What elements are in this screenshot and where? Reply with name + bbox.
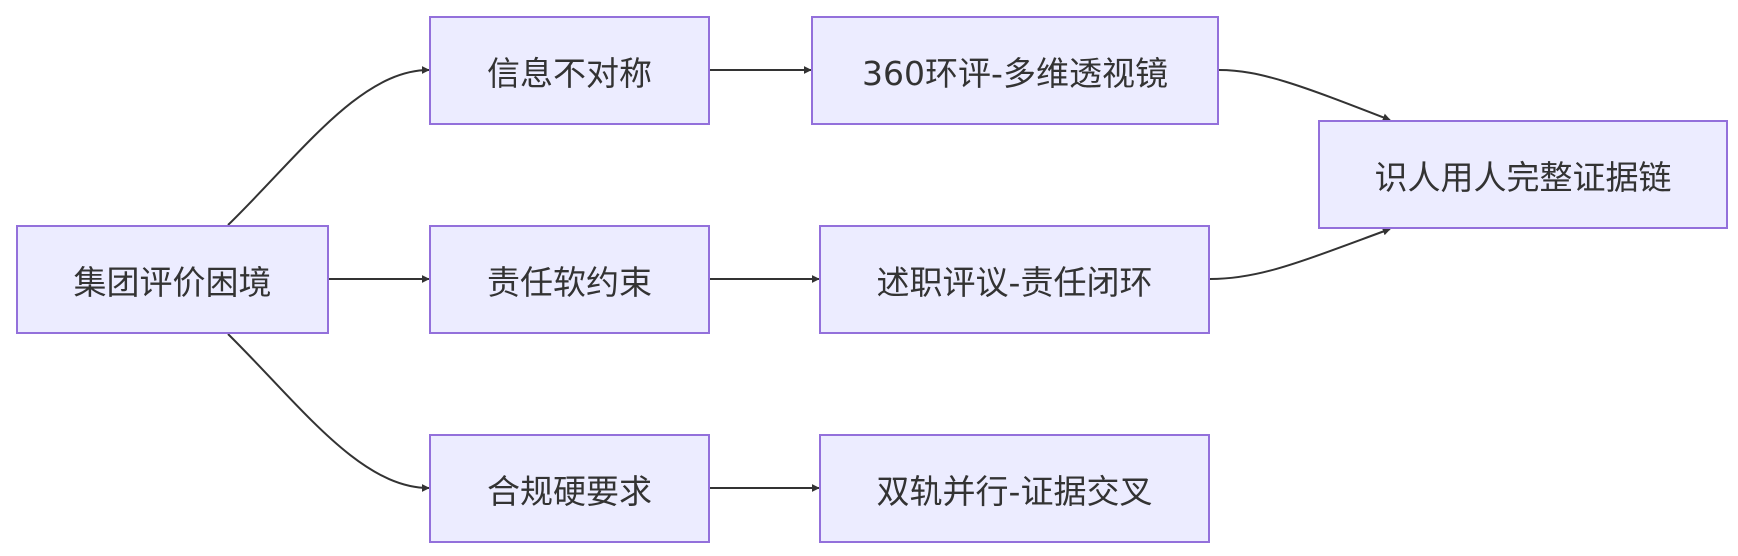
node-360-review: 360环评-多维透视镜 xyxy=(811,16,1219,125)
edge-debrief-review-to-evidence-chain xyxy=(1209,227,1391,280)
node-compliance-requirement: 合规硬要求 xyxy=(429,434,710,543)
node-label: 信息不对称 xyxy=(487,53,652,93)
node-label: 述职评议-责任闭环 xyxy=(876,262,1153,302)
edge-dilemma-to-compliance-requirement xyxy=(227,333,430,492)
node-evidence-chain: 识人用人完整证据链 xyxy=(1318,120,1728,229)
node-dual-track: 双轨并行-证据交叉 xyxy=(819,434,1210,543)
node-soft-responsibility-constraint: 责任软约束 xyxy=(429,225,710,334)
edge-360-review-to-evidence-chain xyxy=(1218,69,1391,122)
node-label: 集团评价困境 xyxy=(73,262,272,302)
edge-dilemma-to-info-asymmetry xyxy=(227,66,430,226)
node-group-evaluation-dilemma: 集团评价困境 xyxy=(16,225,329,334)
node-label: 合规硬要求 xyxy=(487,471,652,511)
node-label: 360环评-多维透视镜 xyxy=(862,53,1168,93)
node-information-asymmetry: 信息不对称 xyxy=(429,16,710,125)
node-label: 识人用人完整证据链 xyxy=(1374,157,1672,197)
node-debrief-review: 述职评议-责任闭环 xyxy=(819,225,1210,334)
node-label: 双轨并行-证据交叉 xyxy=(876,471,1153,511)
node-label: 责任软约束 xyxy=(487,262,652,302)
